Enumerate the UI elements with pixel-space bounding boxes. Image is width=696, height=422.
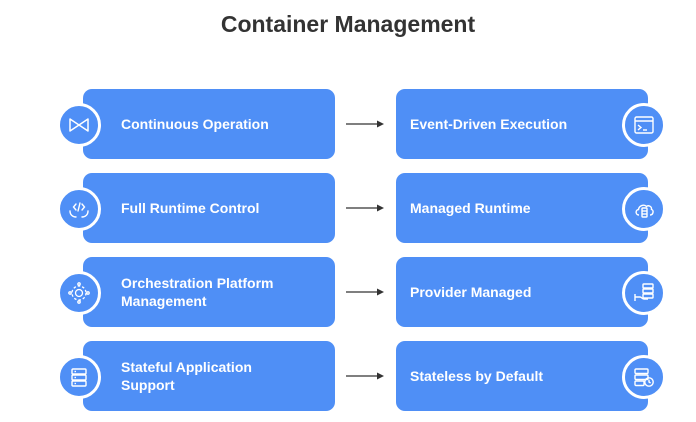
comparison-row: Continuous Operation Event-Driven Execut… bbox=[0, 89, 696, 159]
bowtie-icon bbox=[57, 103, 101, 147]
page-title: Container Management bbox=[220, 11, 476, 37]
arrow-icon bbox=[346, 204, 384, 212]
arrow-icon bbox=[346, 120, 384, 128]
card-label: Continuous Operation bbox=[121, 116, 269, 132]
card-full-runtime-control: Full Runtime Control bbox=[83, 173, 335, 243]
database-clock-icon bbox=[622, 355, 666, 399]
comparison-row: Full Runtime Control Managed Runtime bbox=[0, 173, 696, 243]
cloud-server-icon bbox=[622, 187, 666, 231]
arrow-icon bbox=[346, 288, 384, 296]
server-hand-icon bbox=[622, 271, 666, 315]
card-label: Managed Runtime bbox=[410, 200, 531, 216]
card-managed-runtime: Managed Runtime bbox=[396, 173, 648, 243]
card-stateless-by-default: Stateless by Default bbox=[396, 341, 648, 411]
database-icon bbox=[57, 355, 101, 399]
card-event-driven-execution: Event-Driven Execution bbox=[396, 89, 648, 159]
card-continuous-operation: Continuous Operation bbox=[83, 89, 335, 159]
comparison-row: Orchestration Platform Management Provid… bbox=[0, 257, 696, 327]
card-stateful-application-support: Stateful Application Support bbox=[83, 341, 335, 411]
code-hands-icon bbox=[57, 187, 101, 231]
card-label: Event-Driven Execution bbox=[410, 116, 568, 132]
card-label: Stateful Application Support bbox=[121, 359, 252, 393]
card-label: Full Runtime Control bbox=[121, 200, 260, 216]
comparison-row: Stateful Application Support Stateless b… bbox=[0, 341, 696, 411]
gear-network-icon bbox=[57, 271, 101, 315]
arrow-icon bbox=[346, 372, 384, 380]
card-orchestration-platform-management: Orchestration Platform Management bbox=[83, 257, 335, 327]
terminal-window-icon bbox=[622, 103, 666, 147]
card-provider-managed: Provider Managed bbox=[396, 257, 648, 327]
card-label: Orchestration Platform Management bbox=[121, 275, 274, 309]
card-label: Provider Managed bbox=[410, 284, 532, 300]
card-label: Stateless by Default bbox=[410, 368, 544, 384]
